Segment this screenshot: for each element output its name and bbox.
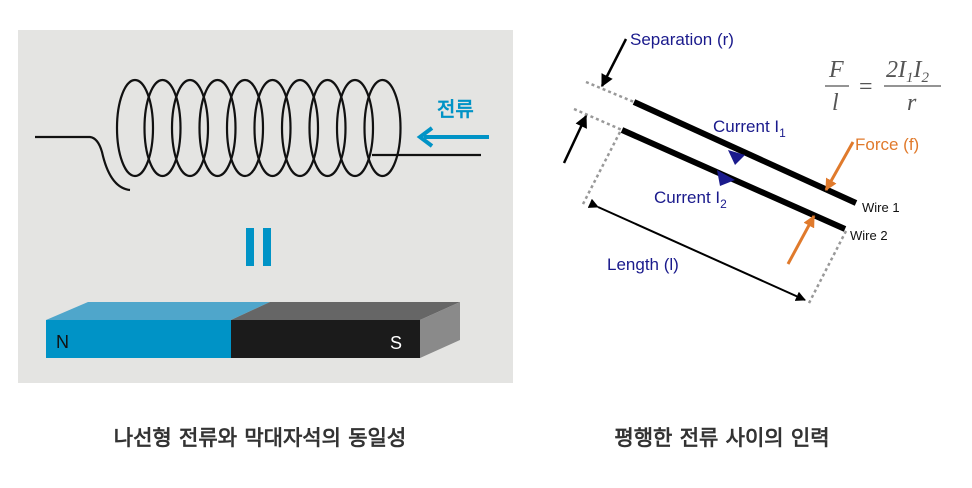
current-label: 전류	[437, 98, 474, 121]
svg-text:F: F	[828, 57, 844, 83]
current-2-arrow-icon	[717, 170, 735, 186]
north-pole-label: N	[56, 332, 69, 352]
wire-2-label: Wire 2	[850, 228, 888, 243]
separation-arrow-top	[600, 38, 628, 88]
bar-magnet	[46, 302, 460, 358]
force-arrow-bottom	[786, 214, 816, 265]
south-pole-label: S	[390, 333, 402, 353]
current-1-arrow-icon	[728, 150, 745, 165]
svg-text:=: =	[859, 74, 873, 100]
wire-1	[632, 99, 858, 206]
current-1-label: Current I1	[713, 117, 786, 140]
svg-text:l: l	[832, 90, 839, 116]
coil-loop	[335, 78, 375, 178]
separation-label: Separation (r)	[630, 30, 734, 49]
left-caption: 나선형 전류와 막대자석의 동일성	[113, 426, 407, 450]
svg-text:r: r	[907, 90, 917, 116]
length-label: Length (l)	[607, 255, 679, 274]
wire-1-label: Wire 1	[862, 200, 900, 215]
coil-loop	[225, 78, 265, 178]
coil-loop	[143, 78, 182, 178]
coil-loop	[280, 78, 320, 178]
force-label: Force (f)	[855, 135, 919, 154]
guide-lines	[573, 80, 848, 306]
coil-loop	[198, 78, 237, 178]
current-2-label: Current I2	[654, 188, 727, 211]
svg-text:2I1I2: 2I1I2	[886, 57, 930, 86]
equals-sign	[246, 228, 271, 266]
coil-loop	[170, 78, 210, 178]
length-arrow	[587, 198, 806, 301]
separation-arrow-bottom	[562, 114, 588, 164]
right-caption: 평행한 전류 사이의 인력	[614, 426, 830, 450]
force-equation: F l = 2I1I2 r	[825, 57, 941, 116]
coil-loop	[363, 78, 402, 178]
coil-loop	[308, 78, 347, 178]
coil-loop	[253, 78, 292, 178]
coil-loop	[115, 78, 155, 178]
force-arrow-top	[824, 141, 855, 192]
solenoid-coil	[35, 78, 481, 192]
current-arrow	[416, 126, 489, 148]
